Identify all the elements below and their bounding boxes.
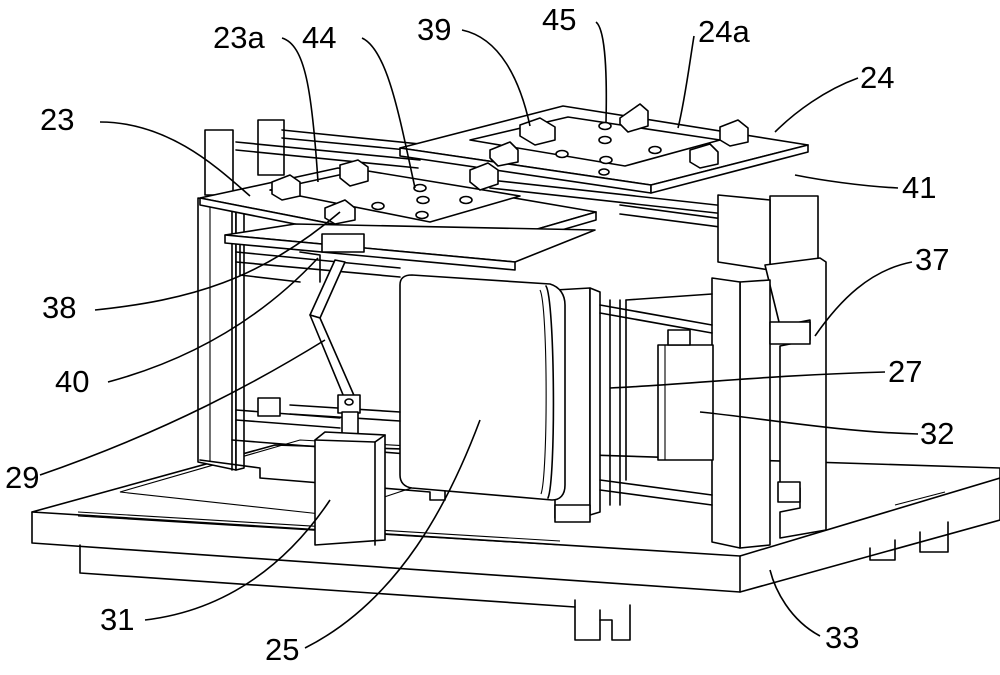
cylinder-32 — [657, 329, 714, 461]
label-25: 25 — [265, 632, 299, 667]
label-37: 37 — [915, 242, 949, 277]
leader-lines — [39, 21, 919, 649]
label-24: 24 — [860, 60, 894, 95]
frame-right — [711, 194, 827, 549]
label-23a: 23a — [213, 20, 265, 55]
label-27: 27 — [888, 354, 922, 389]
plate-24 — [399, 103, 809, 194]
label-40: 40 — [55, 364, 89, 399]
label-44: 44 — [302, 20, 336, 55]
lower-rods — [235, 251, 401, 429]
label-29: 29 — [5, 460, 39, 495]
label-33: 33 — [825, 620, 859, 655]
label-38: 38 — [42, 290, 76, 325]
part-labels: 23 23a 44 39 45 24a 24 41 37 38 40 27 32… — [5, 2, 954, 667]
sub-plate-38 — [224, 223, 596, 283]
cylinder-31 — [314, 411, 386, 546]
roller-25 — [399, 274, 566, 501]
label-32: 32 — [920, 416, 954, 451]
label-23: 23 — [40, 102, 74, 137]
label-24a: 24a — [698, 14, 750, 49]
linkage-29 — [309, 259, 361, 414]
label-31: 31 — [100, 602, 134, 637]
label-39: 39 — [417, 12, 451, 47]
label-41: 41 — [902, 170, 936, 205]
label-45: 45 — [542, 2, 576, 37]
